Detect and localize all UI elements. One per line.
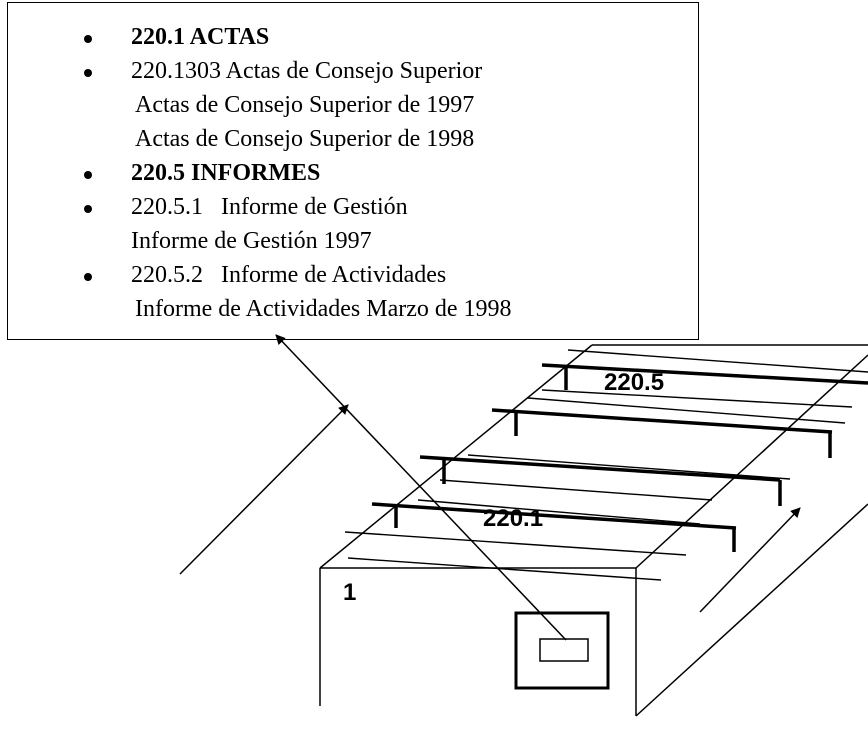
folder-label-220-5: 220.5 [604,369,664,396]
folder-dividers [371,363,868,552]
drawer-number: 1 [343,579,356,606]
drawer-body [319,344,868,717]
folder-line [567,349,868,373]
index-box: 220.1 ACTAS 220.1303 Actas de Consejo Su… [7,2,699,340]
index-subitem-actas-1997: Actas de Consejo Superior de 1997 [135,92,475,118]
folder-divider-top-rail [541,363,868,385]
drawer-side-top-edge [635,354,868,569]
drawer-top-left-edge [319,344,593,569]
bullet-icon [84,273,92,281]
bullet-icon [84,171,92,179]
index-subitem-actas-1998: Actas de Consejo Superior de 1998 [135,126,475,152]
folder-line [541,389,853,408]
folder-line [527,397,846,424]
index-subitem-gestion-1997: Informe de Gestión 1997 [131,228,372,254]
drawer-handle [514,611,610,690]
folder-divider-top-rail [371,502,737,530]
index-item-informes: 220.5 INFORMES [131,160,321,186]
arrows [179,334,801,641]
bullet-icon [84,35,92,43]
folder-label-220-1: 220.1 [483,505,543,532]
folder-divider-top-rail [419,455,781,482]
drawer-label-slot [539,638,589,662]
folder-line [439,479,713,501]
index-subitem-actividades-1998: Informe de Actividades Marzo de 1998 [135,296,512,322]
drawer-side-bottom-edge [635,503,868,717]
index-item-informe-gestion: 220.5.1 Informe de Gestión [131,194,408,220]
folder-divider-top-rail [491,408,833,434]
bullet-icon [84,205,92,213]
bullet-icon [84,69,92,77]
folder-lines [344,349,868,581]
folder-line [417,499,701,525]
index-item-actas-consejo: 220.1303 Actas de Consejo Superior [131,58,483,84]
index-item-actas: 220.1 ACTAS [131,24,270,50]
folder-line [467,454,791,480]
insertion-arrow-left [179,404,349,575]
folder-line [344,531,687,556]
folder-line [347,557,662,581]
index-item-informe-actividades: 220.5.2 Informe de Actividades [131,262,447,288]
drawer-label-frame [514,611,610,690]
pointer-arrow-to-index [275,334,567,641]
insertion-arrow-right [699,507,801,613]
